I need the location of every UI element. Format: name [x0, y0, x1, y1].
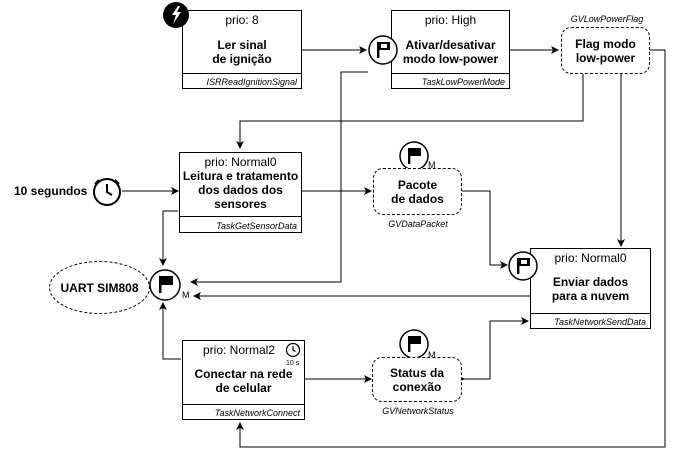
task-send-data: prio: Normal0 Enviar dados para a nuvem … [530, 248, 651, 329]
task-sensor: prio: Normal0 Leitura e tratamento dos d… [179, 152, 302, 233]
edge-lowpower-to-uart [190, 71, 368, 286]
flag-icon [508, 251, 538, 281]
flag-icon [368, 35, 398, 65]
task-prio: prio: Normal2 [203, 343, 276, 357]
queue-data-packet: Pacote de dados [373, 168, 462, 215]
mutex-marker: M [182, 290, 190, 300]
task-name: TaskGetSensorData [216, 221, 297, 231]
uart-sim808: UART SIM808 [49, 261, 150, 314]
task-prio: prio: Normal0 [204, 155, 277, 169]
queue-network-status: Status da conexão [372, 357, 462, 402]
edge-packet-to-send [462, 190, 508, 269]
task-prio: prio: 8 [225, 13, 259, 27]
task-description: Ativar/desativar modo low-power [402, 38, 499, 66]
task-description: Ler sinal de ignição [212, 38, 272, 66]
task-name: ISRReadIgnitionSignal [206, 77, 297, 87]
clock-icon [93, 178, 121, 206]
task-prio: prio: High [424, 13, 477, 27]
mutex-flag-icon [149, 269, 181, 301]
task-name: TaskNetworkConnect [214, 408, 300, 418]
mutex-marker: M [428, 350, 436, 360]
timer-label: 10 segundos [14, 184, 88, 198]
task-name: TaskLowPowerMode [421, 77, 505, 87]
edge-sensor-to-uart [159, 210, 178, 266]
task-network-connect: prio: Normal2 Conectar na rede de celula… [182, 340, 305, 420]
queue-name: GVNetworkStatus [382, 406, 454, 416]
task-low-power: prio: High Ativar/desativar modo low-pow… [391, 10, 510, 89]
task-description: Leitura e tratamento dos dados dos senso… [182, 169, 299, 211]
mutex-flag-icon [399, 141, 429, 171]
task-description: Conectar na rede de celular [194, 367, 293, 395]
edge-status-send [457, 317, 529, 383]
lightning-icon [163, 2, 189, 28]
mutex-marker: M [428, 160, 436, 170]
task-description: Enviar dados para a nuvem [551, 275, 630, 303]
edge-flag-to-sensor [236, 74, 584, 149]
queue-name: GVDataPacket [388, 219, 448, 229]
edge-connect-to-uart [159, 302, 181, 360]
task-read-ignition: prio: 8 Ler sinal de ignição ISRReadIgni… [182, 10, 302, 89]
clock-icon [285, 342, 301, 358]
queue-flag-low-power: Flag modo low-power [561, 27, 650, 74]
task-name: TaskNetworkSendData [554, 317, 646, 327]
timer-interval: 10 s [286, 360, 300, 367]
queue-name: GVLowPowerFlag [570, 14, 644, 24]
mutex-flag-icon [399, 329, 429, 359]
task-prio: prio: Normal0 [554, 251, 627, 265]
edge-flag-to-connect [236, 49, 666, 448]
